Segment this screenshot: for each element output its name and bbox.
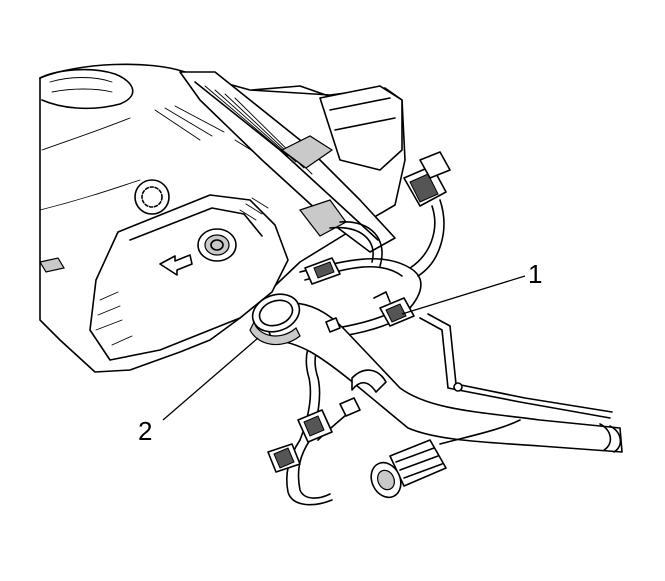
frame-rail xyxy=(179,71,396,253)
tank-shield-pocket xyxy=(89,194,289,361)
filler-neck-pipe xyxy=(249,293,623,453)
harness-connector-upper-right xyxy=(403,151,451,277)
callout-label-2: 2 xyxy=(138,416,152,446)
direction-arrow-icon xyxy=(159,254,193,276)
callout-label-1: 1 xyxy=(528,259,542,289)
harness-left-branch xyxy=(267,397,361,506)
quick-connect-hose xyxy=(370,419,521,499)
callout-leaders xyxy=(162,275,526,421)
upper-bracket xyxy=(319,85,403,171)
harness-clip xyxy=(373,291,415,327)
